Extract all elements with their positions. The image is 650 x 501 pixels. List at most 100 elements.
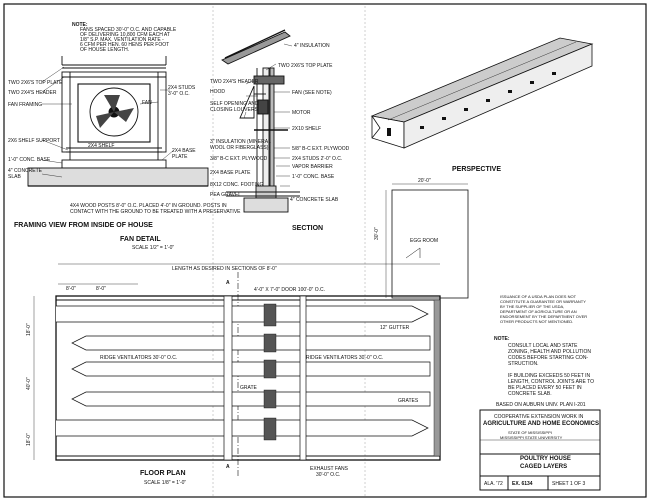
- sec-insulation: 4" INSULATION: [294, 43, 330, 49]
- note-line: IF BUILDING EXCEEDS 50 FEET IN: [508, 373, 591, 379]
- label-shelf-support: 2x6 SHELF SUPPORT: [8, 138, 60, 144]
- framing-view-title: FRAMING VIEW FROM INSIDE OF HOUSE: [14, 222, 153, 229]
- label-header: TWO 2x4's HEADER: [8, 90, 57, 96]
- sec-wall-ins-1: 3" INSULATION (MINERAL: [210, 139, 271, 145]
- fan-detail-scale: SCALE 1/2" = 1'-0": [132, 245, 175, 251]
- fp-ridge-2: RIDGE VENTILATORS 30'-0" O.C.: [306, 355, 384, 361]
- floor-plan-scale: SCALE 1/8" = 1'-0": [144, 480, 187, 486]
- tb-line-3: STATE OF MISSISSIPPI: [508, 430, 552, 435]
- label-slab-2: SLAB: [8, 174, 21, 180]
- sec-hood: HOOD: [210, 89, 225, 95]
- note-line: CONCRETE SLAB.: [508, 391, 552, 397]
- fp-dim-b: 8'-0": [96, 286, 106, 292]
- disclaimer-line: ENDORSEMENT BY THE DEPARTMENT OVER: [500, 314, 588, 319]
- fp-grate: GRATE: [240, 385, 257, 391]
- fp-side-dim-3: 18'-0": [26, 433, 32, 446]
- sec-slab: 4" CONCRETE SLAB: [290, 197, 339, 203]
- note-line: LENGTH, CONTROL JOINTS ARE TO: [508, 379, 595, 385]
- label-top-plate: TWO 2x6's TOP PLATE: [8, 80, 63, 86]
- fp-length: LENGTH AS DESIRED IN SECTIONS OF 8'-0": [172, 266, 277, 272]
- sec-top-plate: TWO 2x6's TOP PLATE: [278, 63, 333, 69]
- fan-note-line: OF HOUSE LENGTH.: [80, 47, 130, 53]
- cage-rows: [56, 305, 431, 437]
- fan-note-line: 1/8" S.P. MAX. VENTILATION RATE -: [80, 37, 164, 43]
- sec-vapor: VAPOR BARRIER: [292, 164, 333, 170]
- label-studs-oc: 3'-0" O.C.: [168, 91, 190, 97]
- label-base-plate-2: PLATE: [172, 154, 188, 160]
- tb-title-1: POULTRY HOUSE: [520, 456, 571, 462]
- disclaimer-line: ISSUANCE OF A USDA PLAN DOES NOT: [500, 294, 577, 299]
- perspective-title: PERSPECTIVE: [452, 166, 502, 173]
- tb-sheet: SHEET 1 OF 3: [552, 481, 586, 487]
- sec-studs: 2x4 STUDS 2'-0" O.C.: [292, 156, 343, 162]
- fp-section-mark-top: A: [226, 280, 230, 286]
- grates: [263, 299, 441, 457]
- label-posts-1: 4x4 WOOD POSTS 8'-0" O.C. PLACED 4'-0" I…: [70, 203, 227, 209]
- fp-section-mark-bottom: A: [226, 464, 230, 470]
- egg-room-depth: 30'-0": [374, 227, 380, 240]
- sec-shelf: 2x10 SHELF: [292, 126, 322, 132]
- section-view: [221, 29, 300, 213]
- fan-framing-view: [27, 56, 209, 187]
- label-fan-framing: FAN FRAMING: [8, 102, 43, 108]
- sec-gravel: PEA GRAVEL: [210, 192, 242, 198]
- fp-side-dim-2: 40'-0": [26, 377, 32, 390]
- sec-fan: FAN (SEE NOTE): [292, 90, 332, 96]
- fp-fans-2: 30'-0" O.C.: [316, 472, 341, 478]
- sec-ext-ply: 5/8" B-C EXT. PLYWOOD: [292, 146, 350, 152]
- fp-dim-a: 8'-0": [66, 286, 76, 292]
- note-line: ZONING, HEALTH AND POLLUTION: [508, 349, 591, 355]
- label-conc-base: 1'-0" CONC. BASE: [8, 157, 51, 163]
- sec-louvers-1: SELF OPENING AND: [210, 101, 259, 107]
- disclaimer-line: OTHER PRODUCTS NOT MENTIONED.: [500, 319, 574, 324]
- sec-header: TWO 2x4's HEADER: [210, 79, 259, 85]
- fan-note-line: FANS SPACED 30'-0" O.C. AND CAPABLE: [80, 27, 177, 33]
- egg-room: [385, 183, 469, 299]
- based-on: BASED ON AUBURN UNIV. PLAN I-201: [496, 402, 586, 408]
- disclaimer-line: CONSTITUTE A GUARANTEE OR WARRANTY: [500, 299, 586, 304]
- label-posts-2: CONTACT WITH THE GROUND TO BE TREATED WI…: [70, 209, 241, 215]
- perspective-windows: [387, 72, 556, 136]
- note-line: STRUCTION.: [508, 361, 539, 367]
- label-studs: 2x4 STUDS: [168, 85, 196, 91]
- fp-side-dim-1: 18'-0": [26, 323, 32, 336]
- fan-note-line: OF DELIVERING 10,800 CFM EACH AT: [80, 32, 170, 38]
- fp-grates: GRATES: [398, 398, 419, 404]
- floor-plan-posts: [223, 295, 307, 461]
- tb-plan-no: EX. 6134: [512, 481, 533, 487]
- note-line: BE PLACED EVERY 50 FEET IN: [508, 385, 582, 391]
- sec-footing: 8x12 CONC. FOOTING: [210, 182, 264, 188]
- tb-code: ALA. '72: [484, 481, 503, 487]
- floor-plan-title: FLOOR PLAN: [140, 470, 186, 477]
- tb-title-2: CAGED LAYERS: [520, 464, 568, 470]
- label-fan: FAN: [142, 100, 152, 106]
- sheet-border: [3, 3, 647, 498]
- title-block: [479, 409, 601, 491]
- tb-line-2: AGRICULTURE AND HOME ECONOMICS: [483, 421, 599, 427]
- sec-motor: MOTOR: [292, 110, 311, 116]
- tb-line-4: MISSISSIPPI STATE UNIVERSITY: [500, 435, 563, 440]
- sec-louvers-2: CLOSING LOUVERS: [210, 107, 258, 113]
- egg-room-label: EGG ROOM: [410, 238, 439, 244]
- sec-int-ply: 3/8" B-C EXT. PLYWOOD: [210, 156, 268, 162]
- disclaimer-line: BY THE SUPPLIER OF THE USDA,: [500, 304, 565, 309]
- fan-note-title: NOTE:: [72, 22, 88, 28]
- fp-gutter: 12" GUTTER: [380, 325, 410, 331]
- fan-note-line: 6 CFM PER HEN. 60 HENS PER FOOT: [80, 42, 170, 48]
- fp-ridge-1: RIDGE VENTILATORS 30'-0" O.C.: [100, 355, 178, 361]
- fan-detail-title: FAN DETAIL: [120, 236, 161, 243]
- egg-room-width: 20'-0": [418, 178, 431, 184]
- sec-base-plate: 2x4 BASE PLATE: [210, 170, 251, 176]
- note-line: CONSULT LOCAL AND STATE: [508, 343, 578, 349]
- sec-wall-ins-2: WOOL OR FIBERGLASS): [210, 145, 269, 151]
- note-line: CODES BEFORE STARTING CON-: [508, 355, 589, 361]
- disclaimer-line: DEPARTMENT OF AGRICULTURE OR AN: [500, 309, 577, 314]
- label-base-plate: 2x4 BASE: [172, 148, 196, 154]
- fp-door: 4'-0" x 7'-0" DOOR 100'-0" O.C.: [254, 287, 325, 293]
- notes-title: NOTE:: [494, 336, 510, 342]
- perspective-view: [370, 37, 594, 149]
- label-shelf: 2x4 SHELF: [88, 143, 115, 149]
- section-title: SECTION: [292, 225, 324, 232]
